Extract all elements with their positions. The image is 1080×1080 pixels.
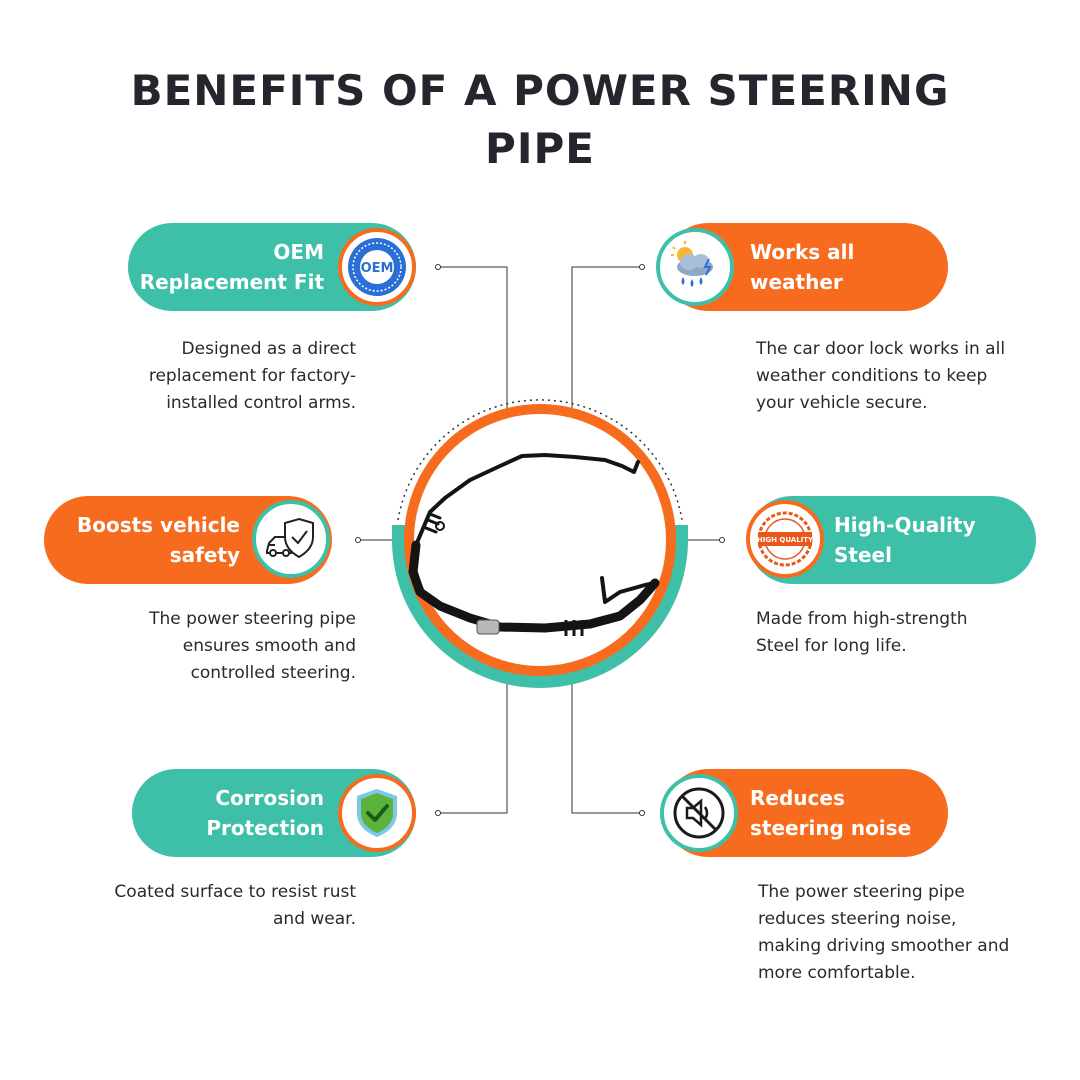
desc-line: replacement for factory-	[148, 366, 356, 386]
feature-title-oem-line-1: OEM	[273, 240, 324, 264]
desc-line: more comfortable.	[758, 963, 916, 983]
high-quality-stamp-icon: HIGH QUALITY	[746, 500, 824, 578]
feature-desc-weather: The car door lock works in all weather c…	[756, 336, 1056, 417]
title-line-2: PIPE	[485, 124, 595, 173]
feature-title-safety-line-1: Boosts vehicle	[76, 513, 240, 537]
high-quality-stamp-text: HIGH QUALITY	[757, 536, 814, 544]
feature-title-noise-line-1: Reduces	[750, 786, 845, 810]
feature-title-steel-line-1: High-Quality	[834, 513, 976, 537]
feature-title-corrosion-line-1: Corrosion	[215, 786, 324, 810]
feature-title-noise-line-2: steering noise	[750, 816, 912, 840]
pipe-fitting	[476, 619, 500, 635]
dotted-arc	[397, 399, 683, 521]
connector-weather	[571, 266, 642, 412]
desc-line: controlled steering.	[190, 663, 356, 683]
desc-line: installed control arms.	[166, 393, 356, 413]
feature-desc-steel: Made from high-strength Steel for long l…	[756, 606, 1056, 660]
feature-title-corrosion-line-2: Protection	[206, 816, 324, 840]
connector-corrosion	[438, 668, 508, 814]
desc-line: The car door lock works in all	[756, 339, 1006, 359]
connector-noise	[571, 668, 642, 814]
desc-line: Designed as a direct	[181, 339, 356, 359]
desc-line: Coated surface to resist rust	[114, 882, 356, 902]
desc-line: and wear.	[273, 909, 356, 929]
desc-line: making driving smoother and	[758, 936, 1010, 956]
desc-line: reduces steering noise,	[758, 909, 957, 929]
product-circle	[404, 404, 676, 676]
power-steering-pipe-image	[408, 453, 660, 633]
feature-title-weather-line-2: weather	[750, 270, 843, 294]
desc-line: your vehicle secure.	[756, 393, 928, 413]
shield-check-icon	[338, 774, 416, 852]
desc-line: The power steering pipe	[758, 882, 965, 902]
feature-title-oem-line-2: Replacement Fit	[139, 270, 324, 294]
desc-line: weather conditions to keep	[756, 366, 988, 386]
desc-line: Steel for long life.	[756, 636, 907, 656]
feature-title-steel-line-2: Steel	[834, 543, 892, 567]
car-shield-icon	[252, 500, 330, 578]
desc-line: Made from high-strength	[756, 609, 968, 629]
feature-title-safety-line-2: safety	[169, 543, 240, 567]
feature-title-weather-line-1: Works all	[750, 240, 855, 264]
feature-desc-safety: The power steering pipe ensures smooth a…	[96, 606, 356, 687]
desc-line: The power steering pipe	[149, 609, 356, 629]
oem-badge-text: OEM	[361, 261, 394, 276]
mute-speaker-icon	[660, 774, 738, 852]
title-line-1: BENEFITS OF A POWER STEERING	[130, 66, 950, 115]
oem-badge-icon: OEM	[338, 228, 416, 306]
feature-desc-corrosion: Coated surface to resist rust and wear.	[56, 879, 356, 933]
feature-desc-noise: The power steering pipe reduces steering…	[758, 879, 1058, 987]
connector-oem	[438, 266, 508, 412]
page-title: BENEFITS OF A POWER STEERING PIPE	[0, 62, 1080, 178]
desc-line: ensures smooth and	[182, 636, 356, 656]
weather-icon	[656, 228, 734, 306]
feature-desc-oem: Designed as a direct replacement for fac…	[96, 336, 356, 417]
